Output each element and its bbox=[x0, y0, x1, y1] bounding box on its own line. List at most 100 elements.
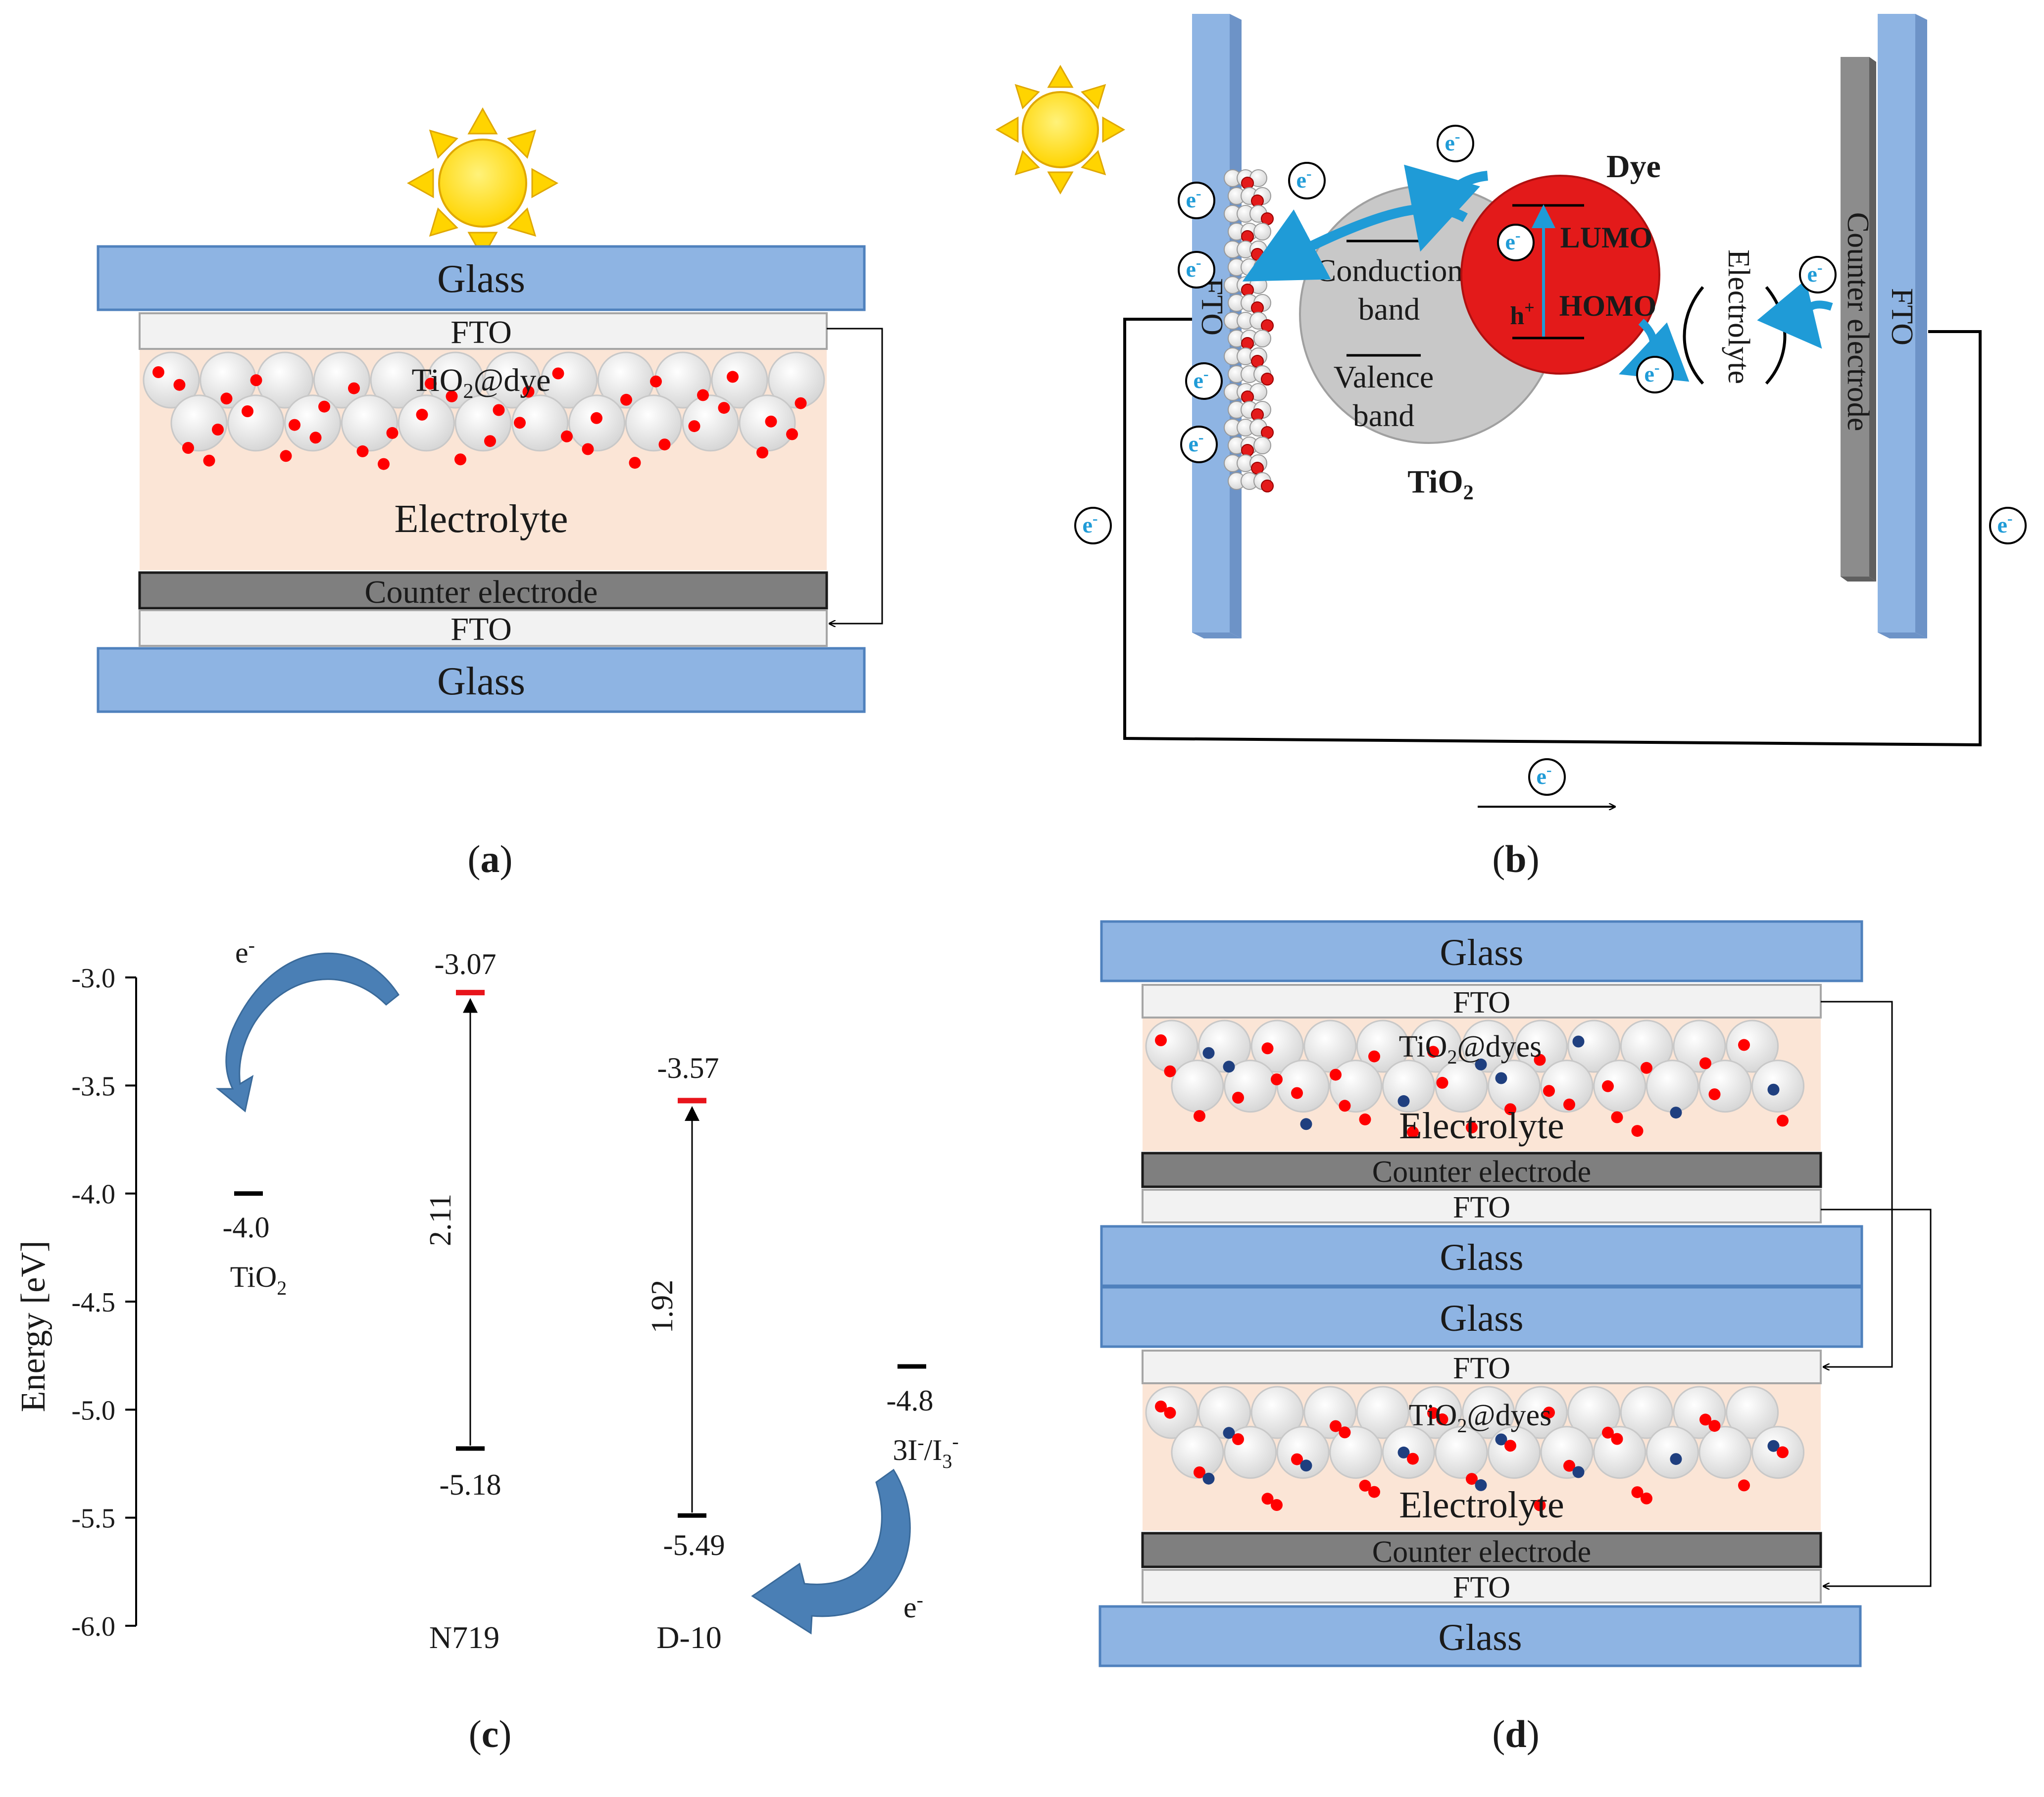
dye-molecule-blue bbox=[1670, 1107, 1682, 1119]
y-tick-label: -6.0 bbox=[71, 1611, 115, 1642]
n719-gap-label: 2.11 bbox=[424, 1194, 457, 1246]
counter-electrode-layer bbox=[138, 571, 828, 610]
electron-regeneration-curved-arrow bbox=[751, 1468, 911, 1635]
fto-top-layer bbox=[139, 312, 828, 350]
dye-molecule-blue bbox=[1300, 1118, 1312, 1130]
dye-molecule-blue bbox=[1572, 1035, 1585, 1048]
svg-text:e-: e- bbox=[1186, 253, 1201, 282]
dye-molecule-red bbox=[1427, 1046, 1439, 1058]
electron-badge: e- bbox=[1288, 162, 1326, 199]
electron-badge: e- bbox=[1636, 356, 1674, 393]
dye-molecule-red bbox=[1164, 1407, 1176, 1419]
glass-top-layer bbox=[97, 245, 866, 311]
electron-badge: e- bbox=[1178, 182, 1215, 219]
tio2-particle bbox=[1409, 1020, 1462, 1073]
dye-molecule-red bbox=[1738, 1479, 1750, 1492]
tio2-particle bbox=[1382, 1060, 1435, 1113]
tio2-particle bbox=[227, 394, 285, 452]
electron-badge: e- bbox=[1185, 362, 1223, 400]
tio2-particle bbox=[1698, 1426, 1752, 1479]
dye-molecule-red bbox=[650, 375, 662, 388]
tio2-particle bbox=[341, 394, 398, 452]
dye-molecule-red bbox=[727, 371, 739, 383]
dye-molecule-red bbox=[309, 432, 322, 444]
dye-molecule-red bbox=[289, 419, 300, 431]
panel-c-caption: (c) bbox=[469, 1712, 512, 1755]
svg-text:e-: e- bbox=[1296, 164, 1311, 193]
svg-text:e-: e- bbox=[1186, 184, 1201, 212]
tio2-dyes-label-top: TiO2@dyes bbox=[1399, 1030, 1542, 1068]
fto-layer-2 bbox=[1142, 1189, 1822, 1223]
tio2-particle bbox=[1567, 1386, 1621, 1439]
dye-molecule-red bbox=[1261, 1042, 1274, 1055]
electron-badge: e- bbox=[1180, 426, 1218, 463]
svg-text:e-: e- bbox=[1505, 226, 1520, 254]
dye-molecule-red bbox=[795, 397, 807, 409]
fto-right-label: FTO bbox=[1885, 288, 1919, 345]
tio2-particle bbox=[1488, 1060, 1541, 1113]
dye-molecule-red bbox=[552, 367, 564, 380]
glass-layer-3 bbox=[1100, 1286, 1863, 1348]
dye-molecule-red bbox=[1271, 1499, 1283, 1511]
tio2-particle bbox=[1198, 1386, 1251, 1439]
dye-molecule-red bbox=[1534, 1499, 1546, 1511]
dye-molecule-red bbox=[1641, 1492, 1652, 1505]
dye-molecule-red bbox=[493, 404, 505, 416]
dye-molecule-red bbox=[1699, 1413, 1711, 1426]
dye-molecule-red bbox=[1708, 1420, 1721, 1432]
dye-molecule-red bbox=[1563, 1459, 1575, 1472]
tio2-particle-layer-bottom bbox=[1145, 1386, 1805, 1511]
dye-molecule-blue bbox=[1223, 1061, 1235, 1073]
svg-text:e-: e- bbox=[1997, 509, 2012, 537]
dye-molecule-red bbox=[718, 402, 730, 414]
panel-a: Glass FTO TiO2@dye Electrolyte Counter e… bbox=[97, 107, 883, 880]
panel-d-caption: (d) bbox=[1492, 1712, 1539, 1755]
dye-molecule-red bbox=[1427, 1407, 1439, 1419]
fto-bottom-label: FTO bbox=[450, 611, 512, 647]
energy-axis-label: Energy [eV] bbox=[14, 1241, 52, 1412]
svg-text:e-: e- bbox=[1445, 127, 1460, 155]
tio2-particle bbox=[1435, 1426, 1488, 1479]
electrolyte-label: Electrolyte bbox=[1722, 249, 1755, 384]
dye-molecule-red bbox=[1407, 1453, 1419, 1465]
glass-label-3: Glass bbox=[1440, 1298, 1524, 1339]
counter-electrode-arrow bbox=[1757, 280, 1833, 349]
dye-molecule-red bbox=[1436, 1413, 1448, 1425]
dye-molecule-red bbox=[1631, 1125, 1644, 1137]
fto-label-3: FTO bbox=[1453, 1352, 1510, 1385]
panel-d: Glass FTO TiO2@dyes Electrolyte Counter … bbox=[1098, 920, 1932, 1755]
dye-molecule-red bbox=[1368, 1050, 1380, 1063]
electron-badge: e- bbox=[1799, 256, 1837, 293]
dye-molecule-red bbox=[1291, 1453, 1303, 1465]
dye-molecule-blue bbox=[1202, 1472, 1215, 1485]
n719-lumo-label: -3.07 bbox=[435, 948, 497, 980]
dye-molecule-red bbox=[280, 450, 292, 462]
dye-molecule-blue bbox=[1397, 1095, 1410, 1107]
tio2-particle bbox=[1171, 1060, 1224, 1113]
dye-molecule-red bbox=[425, 378, 437, 390]
dye-molecule-red bbox=[1194, 1110, 1205, 1122]
fto-right-plate bbox=[1878, 14, 1915, 632]
dye-molecule-red bbox=[386, 427, 399, 439]
tio2-sphere-label: TiO2 bbox=[1407, 464, 1474, 504]
dye-molecule bbox=[1261, 480, 1274, 492]
dye-molecule bbox=[1241, 337, 1254, 350]
dye-molecule-red bbox=[1631, 1486, 1644, 1499]
dye-molecule bbox=[1241, 177, 1254, 190]
tio2-particle bbox=[1171, 1426, 1224, 1479]
tio2-particle bbox=[1462, 1020, 1515, 1073]
glass-layer-4 bbox=[1098, 1605, 1862, 1667]
homo-label: HOMO bbox=[1559, 290, 1657, 322]
d10-lumo-label: -3.57 bbox=[657, 1052, 719, 1084]
dye-molecule-blue bbox=[1202, 1047, 1215, 1059]
svg-text:e-: e- bbox=[1536, 761, 1551, 789]
dye-molecule-red bbox=[1504, 1103, 1516, 1116]
dye-molecule-red bbox=[1708, 1088, 1721, 1101]
tio2-particle-layer-top bbox=[1145, 1020, 1805, 1138]
sun-icon bbox=[406, 107, 559, 259]
dye-molecule-red bbox=[1339, 1100, 1351, 1112]
tio2-nanoparticle bbox=[1253, 223, 1271, 241]
electron-badge: e- bbox=[1178, 251, 1215, 289]
dye-molecule-blue bbox=[1495, 1072, 1507, 1084]
